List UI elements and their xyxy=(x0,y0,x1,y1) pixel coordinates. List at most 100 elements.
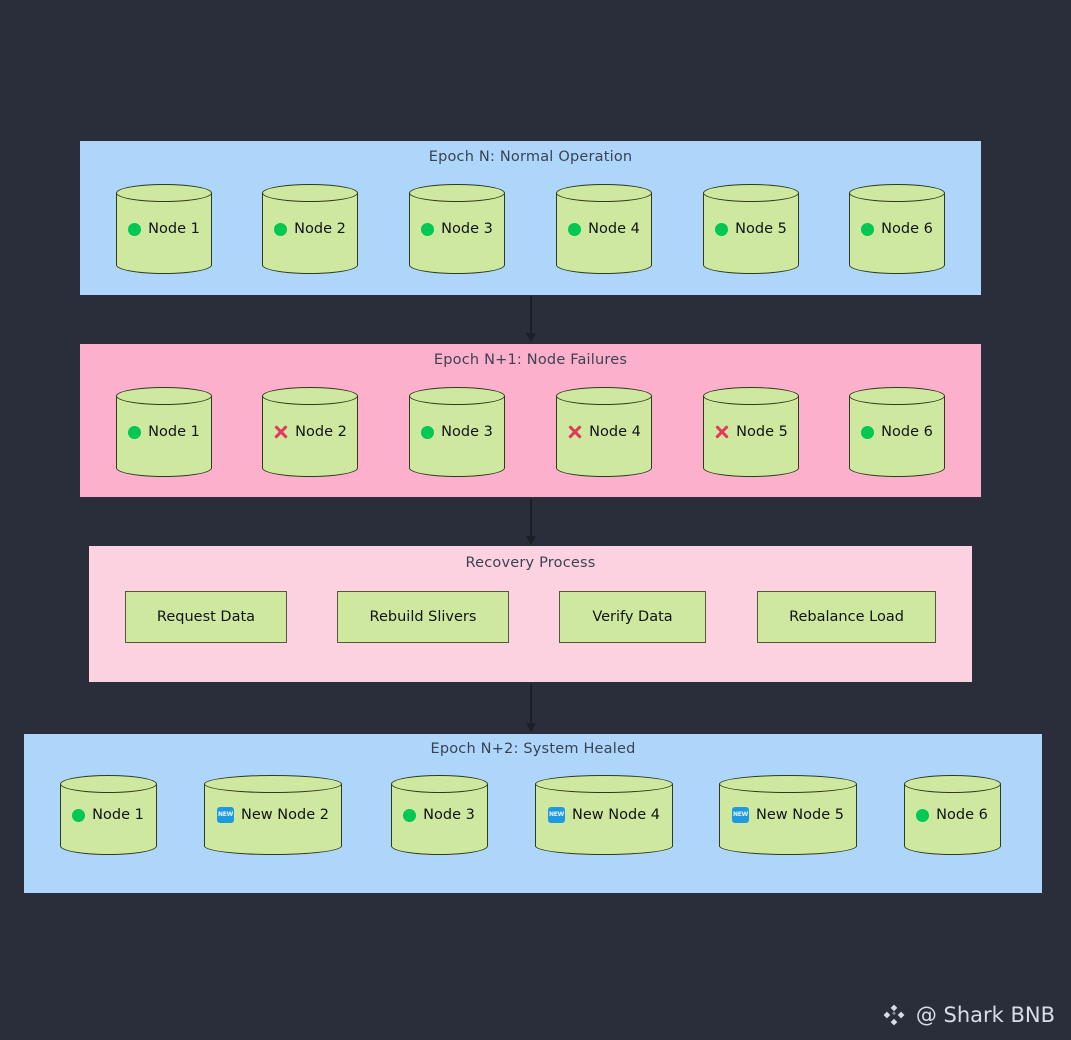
node-label-group: Node 3 xyxy=(409,424,505,440)
cylinder-seam-mask xyxy=(850,456,944,468)
status-ok-icon xyxy=(274,222,288,236)
cylinder-top xyxy=(409,387,505,405)
database-node[interactable]: Node 4 xyxy=(556,387,652,477)
recovery-step-label: Rebuild Slivers xyxy=(369,609,477,625)
status-failed-icon xyxy=(714,425,729,440)
node-label: New Node 4 xyxy=(572,807,660,823)
status-ok-icon xyxy=(72,808,86,822)
new-badge-icon: NEW xyxy=(732,807,750,823)
status-failed-icon xyxy=(273,425,288,440)
node-label-group: Node 1 xyxy=(60,807,157,823)
database-node[interactable]: Node 3 xyxy=(409,387,505,477)
cylinder-seam-mask xyxy=(557,456,651,468)
cylinder-seam-mask xyxy=(60,834,156,846)
node-label: Node 5 xyxy=(735,221,787,237)
status-ok-icon xyxy=(403,808,417,822)
cylinder-seam-mask xyxy=(117,456,211,468)
cylinder-seam-mask xyxy=(205,834,341,846)
database-node[interactable]: Node 2 xyxy=(262,184,358,274)
cylinder-seam-mask xyxy=(117,253,211,265)
status-ok-icon xyxy=(861,425,875,439)
status-ok-icon xyxy=(128,222,142,236)
database-node[interactable]: Node 5 xyxy=(703,184,799,274)
cylinder-top xyxy=(719,775,857,793)
database-node[interactable]: Node 1 xyxy=(116,184,212,274)
node-label: Node 1 xyxy=(148,221,200,237)
node-label: Node 4 xyxy=(589,424,641,440)
database-node[interactable]: NEW New Node 5 xyxy=(719,775,857,855)
status-ok-icon xyxy=(568,222,582,236)
database-node[interactable]: Node 5 xyxy=(703,387,799,477)
cylinder-top xyxy=(116,387,212,405)
database-node[interactable]: Node 1 xyxy=(59,775,157,855)
cylinder-seam-mask xyxy=(391,834,487,846)
cylinder-seam-mask xyxy=(850,253,944,265)
node-label-group: Node 6 xyxy=(849,221,945,237)
database-node[interactable]: Node 6 xyxy=(903,775,1001,855)
database-node[interactable]: NEW New Node 4 xyxy=(535,775,673,855)
recovery-step[interactable]: Request Data xyxy=(125,591,287,643)
cylinder-seam-mask xyxy=(704,253,798,265)
cylinder-top xyxy=(204,775,342,793)
node-label: Node 6 xyxy=(936,807,988,823)
database-node[interactable]: Node 6 xyxy=(849,184,945,274)
node-label: Node 6 xyxy=(881,424,933,440)
database-node[interactable]: Node 3 xyxy=(409,184,505,274)
cylinder-seam-mask xyxy=(720,834,856,846)
arrow-head-icon xyxy=(526,333,536,342)
cylinder-top xyxy=(116,184,212,202)
node-label-group: Node 3 xyxy=(409,221,505,237)
cylinder-seam-mask xyxy=(263,456,357,468)
watermark-text: @ Shark BNB xyxy=(915,1003,1055,1027)
database-node[interactable]: Node 6 xyxy=(849,387,945,477)
cylinder-top xyxy=(556,184,652,202)
new-badge-icon: NEW xyxy=(548,807,566,823)
section-epoch-n1: Epoch N+1: Node Failures xyxy=(80,344,981,497)
cylinder-top xyxy=(262,387,358,405)
database-node[interactable]: Node 4 xyxy=(556,184,652,274)
recovery-step[interactable]: Rebuild Slivers xyxy=(337,591,509,643)
database-node[interactable]: Node 2 xyxy=(262,387,358,477)
cylinder-top xyxy=(409,184,505,202)
bnb-logo-icon xyxy=(883,1004,905,1026)
recovery-step[interactable]: Verify Data xyxy=(559,591,706,643)
cylinder-top xyxy=(903,775,1001,793)
section-title: Epoch N+2: System Healed xyxy=(430,741,636,757)
node-label: Node 4 xyxy=(588,221,640,237)
flow-arrow xyxy=(524,296,538,342)
node-label: Node 3 xyxy=(423,807,475,823)
recovery-step[interactable]: Rebalance Load xyxy=(757,591,936,643)
node-label-group: NEW New Node 2 xyxy=(204,807,342,823)
database-node[interactable]: Node 3 xyxy=(390,775,488,855)
status-ok-icon xyxy=(421,222,435,236)
node-label-group: Node 2 xyxy=(262,424,358,440)
cylinder-top xyxy=(849,387,945,405)
node-label: New Node 2 xyxy=(241,807,329,823)
node-label-group: Node 4 xyxy=(556,221,652,237)
cylinder-seam-mask xyxy=(410,253,504,265)
arrow-shaft xyxy=(530,296,532,334)
node-label-group: Node 4 xyxy=(556,424,652,440)
node-label-group: Node 1 xyxy=(116,221,212,237)
new-badge-icon: NEW xyxy=(217,807,235,823)
arrow-shaft xyxy=(530,499,532,537)
node-label-group: NEW New Node 4 xyxy=(535,807,673,823)
node-label: Node 2 xyxy=(295,424,347,440)
arrow-head-icon xyxy=(526,723,536,732)
flow-arrow xyxy=(524,499,538,545)
cylinder-seam-mask xyxy=(704,456,798,468)
status-ok-icon xyxy=(916,808,930,822)
database-node[interactable]: NEW New Node 2 xyxy=(204,775,342,855)
cylinder-seam-mask xyxy=(263,253,357,265)
node-label: Node 3 xyxy=(441,221,493,237)
node-label-group: Node 1 xyxy=(116,424,212,440)
section-epoch-n2: Epoch N+2: System Healed xyxy=(24,734,1042,893)
section-title: Epoch N+1: Node Failures xyxy=(433,352,628,368)
watermark: @ Shark BNB xyxy=(881,1002,1055,1028)
node-label-group: Node 6 xyxy=(849,424,945,440)
status-ok-icon xyxy=(421,425,435,439)
database-node[interactable]: Node 1 xyxy=(116,387,212,477)
cylinder-seam-mask xyxy=(557,253,651,265)
cylinder-top xyxy=(703,387,799,405)
node-label: New Node 5 xyxy=(756,807,844,823)
